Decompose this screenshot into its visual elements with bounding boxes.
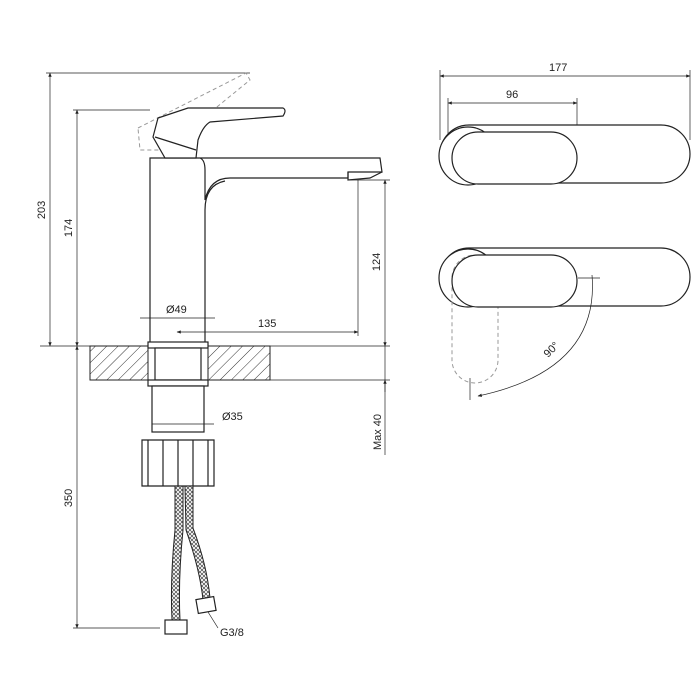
- faucet-body: [149, 157, 383, 345]
- top-view-closed: [438, 124, 691, 186]
- dim-label-g38: G3/8: [220, 627, 244, 639]
- dimension-spout-height: 174: [63, 109, 79, 347]
- dimension-shank-diameter: Ø35: [152, 411, 243, 425]
- dim-label-d49: Ø49: [166, 304, 187, 316]
- lever-handle: [152, 107, 286, 159]
- dim-label-135: 135: [258, 318, 276, 330]
- dim-label-350: 350: [63, 489, 75, 507]
- connection-label: G3/8: [207, 611, 244, 639]
- braided-hoses: [164, 485, 217, 635]
- countertop-section: [89, 345, 271, 381]
- dim-label-124: 124: [371, 253, 383, 271]
- dim-label-max-40: Max 40: [372, 414, 384, 450]
- dim-label-174: 174: [63, 219, 75, 237]
- dim-label-177: 177: [549, 62, 567, 74]
- dimension-top-total-length: 177: [439, 62, 691, 140]
- dim-label-d35: Ø35: [222, 411, 243, 423]
- dimension-top-handle-length: 96: [447, 89, 578, 140]
- dimension-spout-clearance: 124: [371, 179, 387, 347]
- dim-label-203: 203: [36, 201, 48, 219]
- top-view: 177 96 90°: [438, 62, 691, 400]
- dim-label-90deg: 90°: [542, 340, 562, 360]
- dimension-spout-reach: 135: [176, 180, 359, 336]
- fixing-nut: [141, 439, 215, 487]
- side-view: 203 174 124 Max 40 350: [36, 72, 390, 639]
- dimension-max-thickness: Max 40: [372, 346, 387, 455]
- dim-label-96: 96: [506, 89, 518, 101]
- top-view-rotated: 90°: [438, 247, 691, 400]
- dimension-hose-length: 350: [63, 345, 79, 629]
- dimension-body-diameter: Ø49: [140, 304, 215, 345]
- dimension-total-height: 203: [36, 72, 52, 347]
